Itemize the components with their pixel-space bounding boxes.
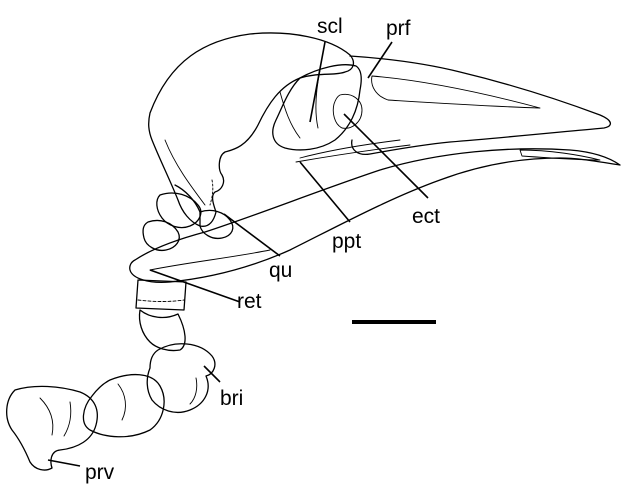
label-ppt: ppt — [332, 230, 361, 253]
leader-ret — [150, 270, 240, 302]
label-bri: bri — [220, 387, 243, 410]
label-prv: prv — [85, 461, 115, 484]
label-ret: ret — [237, 290, 262, 313]
leader-bri — [204, 366, 220, 382]
mandible — [130, 149, 620, 283]
leader-scl — [310, 42, 325, 122]
leader-qu — [224, 214, 280, 256]
orbit-scleral-ring — [273, 65, 362, 150]
hyoid-apparatus — [7, 193, 215, 470]
upper-bill — [296, 56, 610, 162]
label-qu: qu — [269, 259, 292, 282]
label-ect: ect — [412, 205, 440, 228]
label-scl: scl — [317, 15, 343, 38]
anatomical-labels: scl prf ect ppt qu ret bri prv — [85, 15, 440, 484]
leader-ppt — [300, 162, 350, 222]
leader-ect — [344, 114, 428, 198]
leader-prv — [48, 460, 80, 466]
cranium — [149, 33, 354, 226]
label-prf: prf — [386, 17, 411, 40]
